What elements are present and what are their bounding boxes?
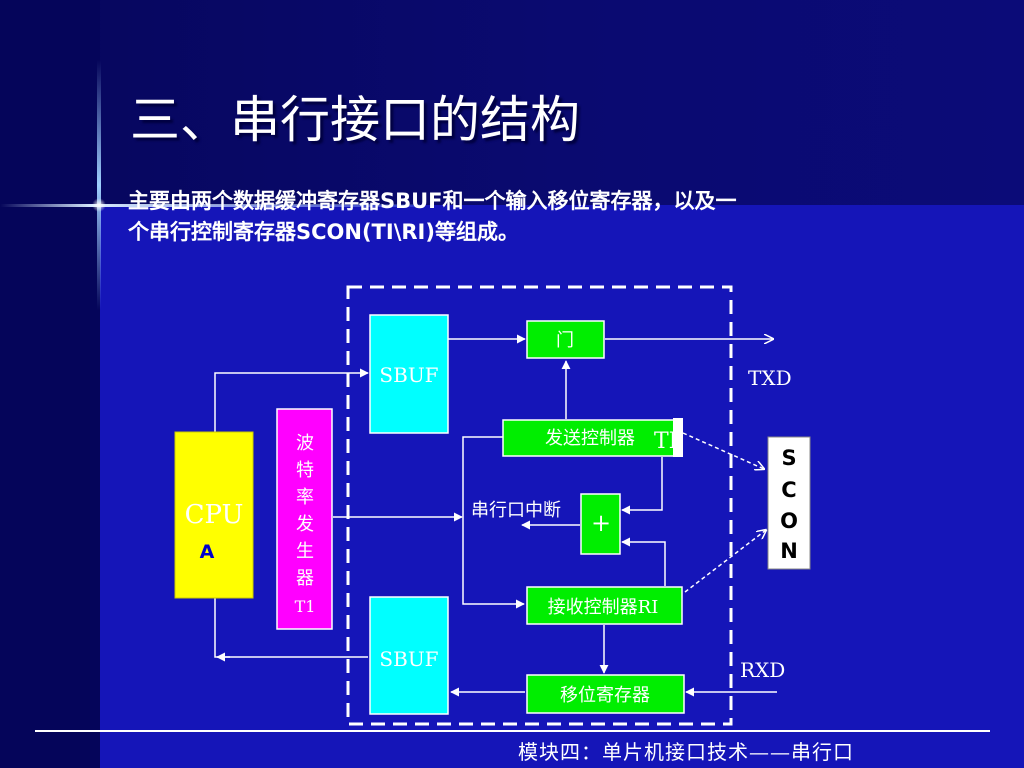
receive-controller-label: 接收控制器RI xyxy=(548,597,659,618)
connection-lines xyxy=(214,339,777,697)
baud-char: 率 xyxy=(296,487,314,508)
decorative-vertical-line xyxy=(97,60,101,310)
or-gate-block: + xyxy=(580,493,621,555)
serial-interrupt-label: 串行口中断 xyxy=(471,500,561,521)
sbuf-receive-block: SBUF xyxy=(369,596,449,715)
intro-text: 主要由两个数据缓冲寄存器SBUF和一个输入移位寄存器，以及一 个串行控制寄存器S… xyxy=(128,186,888,248)
intro-text-part: 个串行控制寄存器 xyxy=(128,220,296,244)
baud-char: 发 xyxy=(296,514,314,535)
intro-text-part: 等组成。 xyxy=(434,220,519,244)
sbuf-transmit-label: SBUF xyxy=(379,363,438,387)
background-left-band xyxy=(0,0,100,768)
ti-label: TI xyxy=(654,429,677,454)
shift-register-block: 移位寄存器 xyxy=(526,674,685,714)
background-main xyxy=(100,205,1024,768)
intro-text-part: 和一个输入移位寄存器，以及一 xyxy=(442,189,737,213)
sbuf-receive-label: SBUF xyxy=(379,647,438,671)
branch-to-receive-line xyxy=(462,436,525,609)
scon-char: C xyxy=(781,478,796,502)
footer-text: 模块四：单片机接口技术——串行口 xyxy=(518,740,854,764)
cpu-to-sbuf-top-line xyxy=(214,368,369,432)
txd-label: TXD xyxy=(748,366,792,390)
scon-register-block: S C O N xyxy=(767,436,811,570)
baud-char: 特 xyxy=(296,460,314,481)
intro-keyword-scon: SCON(TI\RI) xyxy=(296,220,435,244)
baud-char: T1 xyxy=(295,597,316,616)
ri-to-or-line xyxy=(621,537,666,586)
ti-to-scon-link xyxy=(682,432,764,469)
gate-block: 门 xyxy=(526,320,605,359)
send-controller-label: 发送控制器 xyxy=(545,428,635,449)
gate-label: 门 xyxy=(556,330,574,351)
intro-text-part: 主要由两个数据缓冲寄存器 xyxy=(128,189,380,213)
sparkle-icon xyxy=(92,198,106,212)
background-top xyxy=(0,0,1024,205)
sbuf-bottom-to-cpu-line xyxy=(214,598,368,658)
intro-keyword-sbuf: SBUF xyxy=(380,189,443,213)
decorative-horizontal-line xyxy=(0,204,420,207)
scon-char: S xyxy=(781,446,796,470)
serial-port-boundary xyxy=(346,285,733,726)
cpu-accumulator-label: A xyxy=(200,541,215,563)
ri-to-scon-link xyxy=(684,530,766,593)
scon-char: O xyxy=(780,509,798,533)
footer-divider xyxy=(35,730,990,732)
scon-char: N xyxy=(780,539,798,563)
baud-char: 波 xyxy=(296,433,314,454)
ti-to-or-line xyxy=(621,457,663,515)
or-gate-label: + xyxy=(591,509,611,537)
shift-register-label: 移位寄存器 xyxy=(560,685,650,706)
baud-char: 生 xyxy=(296,541,314,562)
cpu-label: CPU xyxy=(185,500,244,530)
baud-rate-generator-block: 波 特 率 发 生 器 T1 xyxy=(276,408,333,630)
cpu-block: CPU A xyxy=(174,431,254,599)
slide-title: 三、串行接口的结构 xyxy=(130,91,580,149)
sbuf-transmit-block: SBUF xyxy=(369,314,449,434)
baud-char: 器 xyxy=(296,568,314,589)
rxd-label: RXD xyxy=(740,658,785,682)
send-controller-block: 发送控制器 TI xyxy=(502,418,683,457)
receive-controller-block: 接收控制器RI xyxy=(526,586,683,625)
